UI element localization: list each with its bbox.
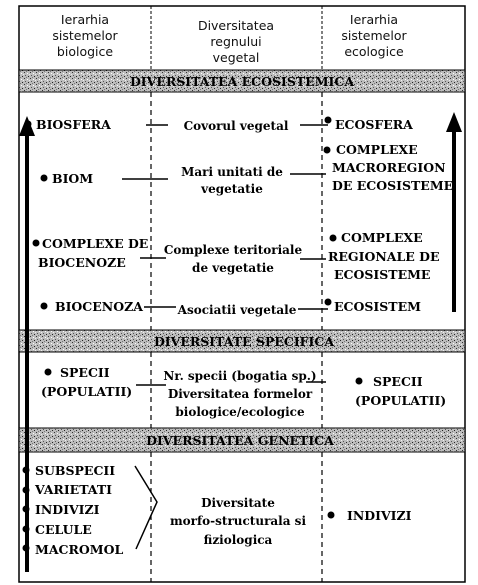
- header-left: Ierarhia sistemelor biologice: [52, 12, 118, 59]
- center-diversitatea-formelor: Diversitatea formelor: [168, 387, 313, 401]
- svg-text:biologice: biologice: [57, 44, 113, 59]
- row-specii: SPECII (POPULATII) Nr. specii (bogatia s…: [41, 365, 446, 419]
- label-biom: BIOM: [52, 171, 93, 186]
- bullet-dot: [40, 302, 48, 310]
- bracket-connector: [134, 465, 158, 550]
- label-varietati: VARIETATI: [34, 482, 112, 497]
- bullet-dot: [22, 505, 30, 513]
- center-morfo-structurala: morfo-structurala si: [170, 514, 306, 528]
- svg-text:sistemelor: sistemelor: [341, 28, 407, 43]
- band-ecosystem-title: DIVERSITATEA ECOSISTEMICA: [130, 74, 354, 89]
- label-specii-right-2: (POPULATII): [355, 393, 446, 408]
- label-indivizi-right: INDIVIZI: [347, 508, 412, 523]
- bullet-dot: [22, 525, 30, 533]
- bullet-dot: [32, 239, 40, 247]
- label-ecosistem: ECOSISTEM: [334, 299, 421, 314]
- column-dividers: [150, 92, 323, 582]
- bullet-dot: [24, 120, 32, 128]
- label-ecosfera: ECOSFERA: [335, 117, 413, 132]
- svg-text:vegetal: vegetal: [213, 50, 260, 65]
- bullet-dot: [355, 377, 363, 385]
- center-complexe-teritoriale-2: de vegetatie: [192, 261, 274, 275]
- bullet-dot: [44, 368, 52, 376]
- row-biom: BIOM Mari unitati de vegetatie COMPLEXE …: [40, 142, 453, 196]
- center-diversitate: Diversitate: [201, 496, 275, 510]
- bullet-dot: [324, 298, 332, 306]
- center-complexe-teritoriale-1: Complexe teritoriale: [164, 243, 303, 257]
- svg-text:sistemelor: sistemelor: [52, 28, 118, 43]
- row-genetic: SUBSPECII VARIETATI INDIVIZI CELULE MACR…: [22, 463, 412, 557]
- label-complexe-regionale-3: ECOSISTEME: [334, 267, 430, 282]
- label-subspecii: SUBSPECII: [35, 463, 115, 478]
- bullet-dot: [22, 466, 30, 474]
- center-fiziologica: fiziologica: [204, 533, 273, 547]
- bullet-dot: [329, 234, 337, 242]
- outer-frame: [18, 5, 466, 583]
- label-specii-right-1: SPECII: [373, 374, 423, 389]
- row-biosfera: BIOSFERA Covorul vegetal ECOSFERA: [24, 116, 413, 133]
- bullet-dot: [22, 544, 30, 552]
- center-biologice-ecologice: biologice/ecologice: [175, 405, 305, 419]
- band-specific-title: DIVERSITATE SPECIFICA: [154, 334, 334, 349]
- bullet-dot: [22, 486, 30, 494]
- row-complexe: COMPLEXE DE BIOCENOZE Complexe teritoria…: [32, 230, 440, 282]
- label-complexe-regionale-2: REGIONALE DE: [328, 249, 440, 264]
- bullet-dot: [324, 116, 332, 124]
- band-ecosystem: [18, 69, 466, 93]
- svg-text:ecologice: ecologice: [344, 44, 404, 59]
- svg-text:Ierarhia: Ierarhia: [61, 12, 109, 27]
- label-complexe-macro-3: DE ECOSISTEME: [332, 178, 453, 193]
- label-indivizi-left: INDIVIZI: [35, 502, 100, 517]
- header-right: Ierarhia sistemelor ecologice: [341, 12, 407, 59]
- label-complexe-biocenoze-1: COMPLEXE DE: [42, 236, 148, 251]
- center-nr-specii: Nr. specii (bogatia sp.): [163, 369, 316, 383]
- label-complexe-macro-1: COMPLEXE: [336, 142, 418, 157]
- band-specific: [18, 329, 466, 353]
- row-biocenoza: BIOCENOZA Asociatii vegetale ECOSISTEM: [40, 298, 421, 317]
- svg-text:regnului: regnului: [210, 34, 261, 49]
- label-biocenoza: BIOCENOZA: [55, 299, 143, 314]
- center-asociatii: Asociatii vegetale: [177, 303, 297, 317]
- svg-text:Diversitatea: Diversitatea: [198, 18, 274, 33]
- band-genetic-title: DIVERSITATEA GENETICA: [146, 433, 334, 448]
- center-mari-unitati-1: Mari unitati de: [181, 165, 283, 179]
- header-center: Diversitatea regnului vegetal: [198, 18, 274, 65]
- label-celule: CELULE: [35, 522, 92, 537]
- label-complexe-biocenoze-2: BIOCENOZE: [38, 255, 126, 270]
- label-complexe-macro-2: MACROREGION: [332, 160, 446, 175]
- center-covorul: Covorul vegetal: [184, 119, 289, 133]
- label-specii-left-2: (POPULATII): [41, 384, 132, 399]
- label-specii-left-1: SPECII: [60, 365, 110, 380]
- bullet-dot: [323, 146, 331, 154]
- bullet-dot: [327, 511, 335, 519]
- svg-text:Ierarhia: Ierarhia: [350, 12, 398, 27]
- right-upward-arrow: [446, 112, 462, 312]
- label-biosfera: BIOSFERA: [36, 117, 111, 132]
- label-macromol: MACROMOL: [35, 542, 123, 557]
- label-complexe-regionale-1: COMPLEXE: [341, 230, 423, 245]
- band-genetic: [18, 427, 466, 453]
- bullet-dot: [40, 174, 48, 182]
- center-mari-unitati-2: vegetatie: [200, 182, 263, 196]
